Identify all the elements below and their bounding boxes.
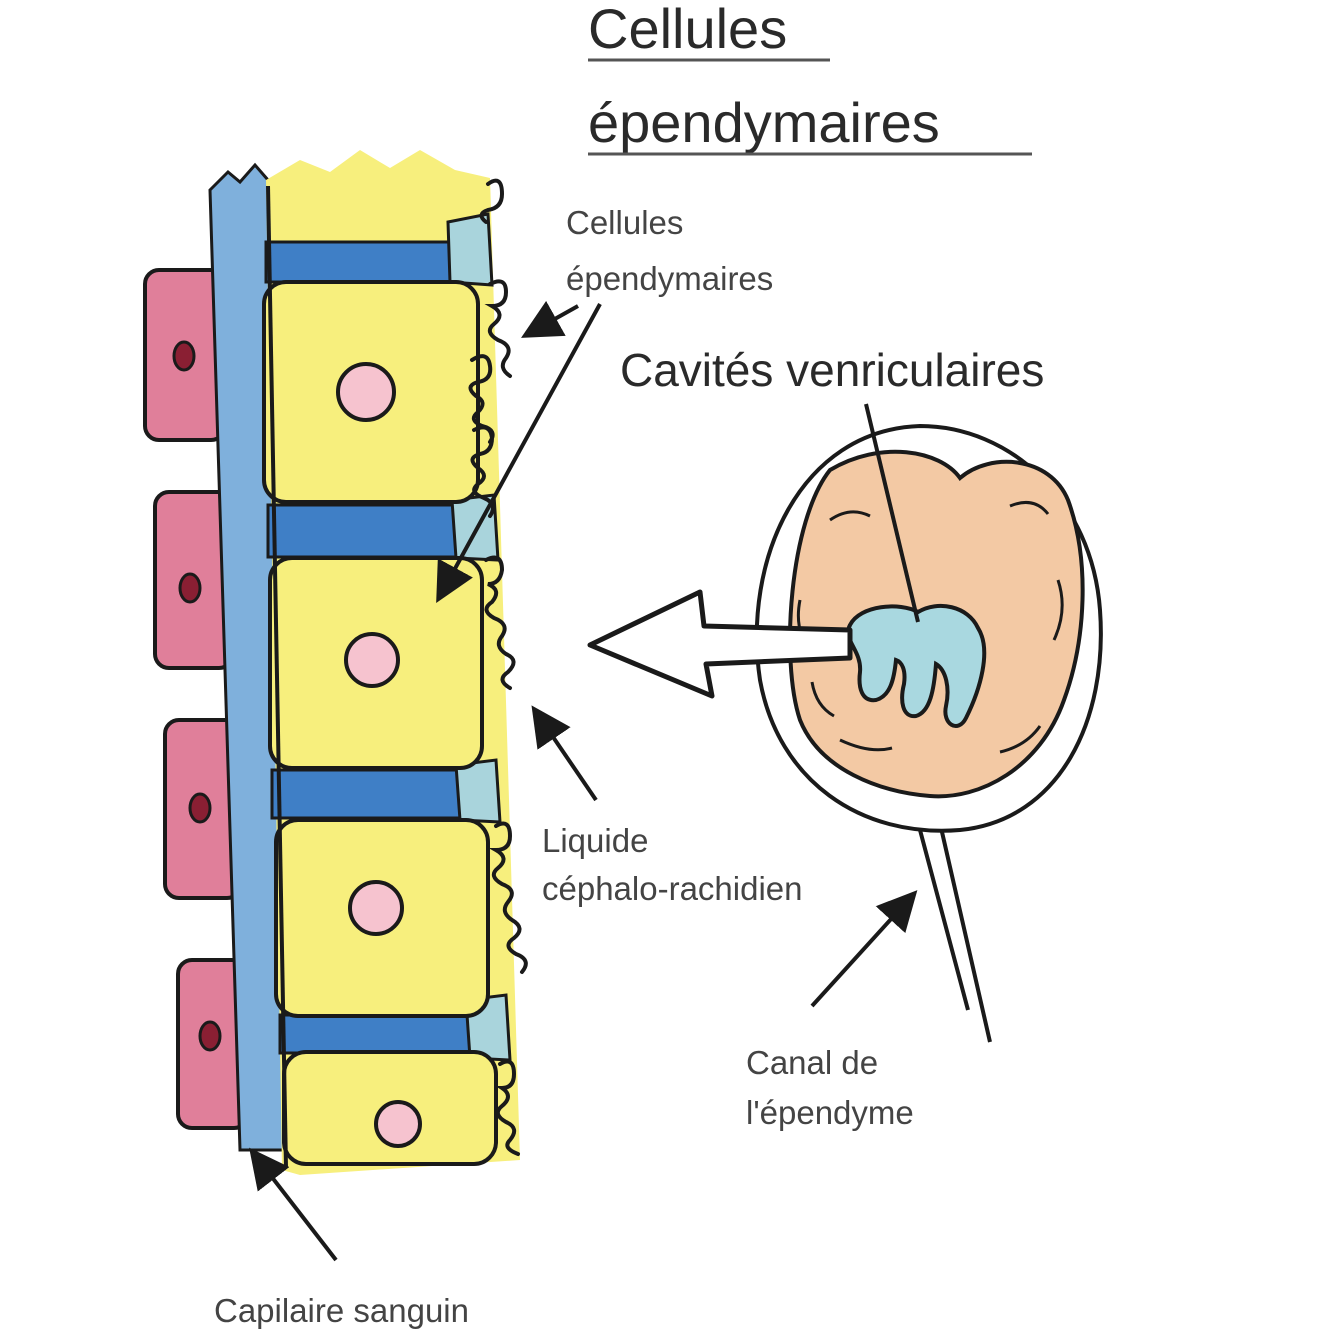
title-line1: Cellules bbox=[588, 0, 787, 60]
arrow-to-ependymal-canal bbox=[810, 890, 918, 1008]
arrow-to-capillary bbox=[249, 1147, 338, 1262]
spinal-cord-section bbox=[754, 423, 1103, 1043]
diagram-title: Cellules épendymaires bbox=[588, 0, 1032, 156]
label-ependymal-canal-line1: Canal de bbox=[746, 1044, 878, 1081]
label-ependymal-canal-line2: l'épendyme bbox=[746, 1094, 914, 1131]
label-csf-line1: Liquide bbox=[542, 822, 648, 859]
label-ventricular-cavities: Cavités venriculaires bbox=[620, 344, 1044, 396]
arrow-to-ventricle bbox=[864, 403, 920, 623]
label-ependymal-cells-line2: épendymaires bbox=[566, 260, 773, 297]
label-csf-line2: céphalo-rachidien bbox=[542, 870, 803, 907]
endothelial-cell bbox=[176, 958, 250, 1130]
glial-cell bbox=[262, 280, 480, 504]
title-line2: épendymaires bbox=[588, 91, 940, 154]
arrow-to-ependymal-cell bbox=[521, 300, 579, 338]
arrow-to-glial-cell bbox=[436, 303, 602, 604]
tissue-left-edge bbox=[266, 185, 288, 1169]
magnify-arrow bbox=[587, 589, 853, 699]
apical-ependymal-cells bbox=[446, 212, 512, 1062]
ependymal-canal-lines bbox=[918, 829, 992, 1043]
label-blood-capillary: Capilaire sanguin bbox=[214, 1292, 469, 1329]
label-ependymal-cells-line1: Cellules bbox=[566, 204, 683, 241]
arrow-to-csf bbox=[531, 705, 598, 802]
endothelial-cells bbox=[143, 268, 250, 1130]
ventricle-cavity bbox=[846, 603, 987, 728]
glial-cell bbox=[282, 1050, 498, 1166]
cilia bbox=[468, 178, 528, 1156]
glial-cell bbox=[274, 818, 490, 1018]
glial-cell bbox=[268, 556, 484, 770]
glial-cells bbox=[262, 280, 498, 1166]
